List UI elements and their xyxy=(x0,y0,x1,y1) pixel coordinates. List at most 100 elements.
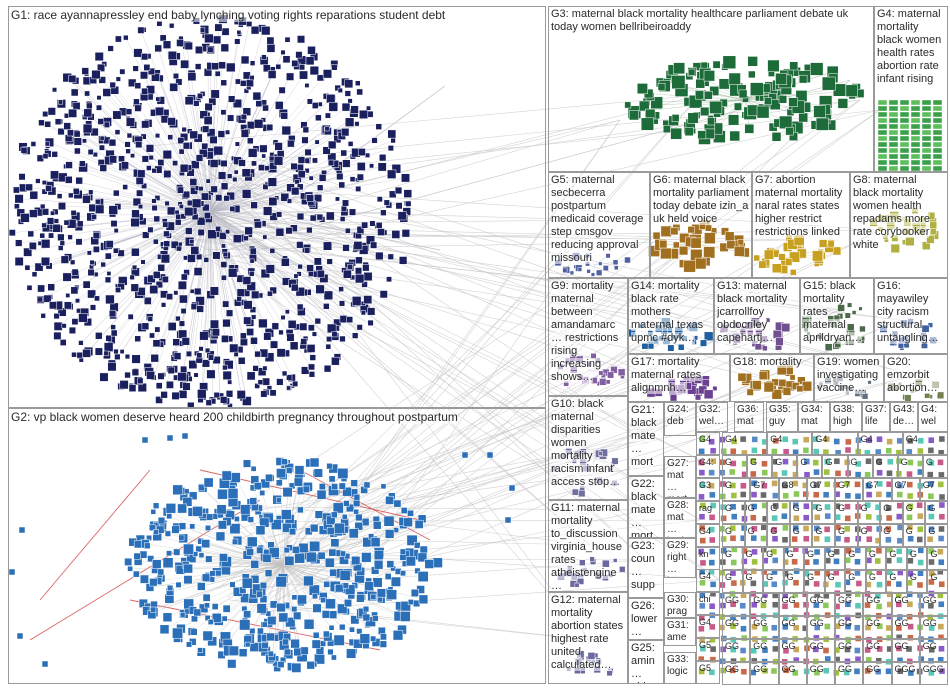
tiny-group-label: GG xyxy=(923,641,945,652)
group-label: G30: prag… xyxy=(667,594,693,618)
tiny-group-label: G xyxy=(725,457,744,468)
tiny-group-box: GG xyxy=(835,593,863,616)
tiny-group-box: GG xyxy=(750,616,778,639)
group-label-text: G12: maternal mortality abortion states … xyxy=(551,594,623,671)
tiny-group-label: GG xyxy=(866,595,888,606)
tiny-group-box: GG xyxy=(722,662,750,685)
tiny-group-label: GG xyxy=(838,595,860,606)
tiny-group-label: G xyxy=(725,549,740,560)
group-label-text: G34: mat… xyxy=(801,404,823,432)
group-box-g5: G5: maternal secbecerra postpartum medic… xyxy=(548,172,650,278)
group-label: G17: mortality maternal rates alignmnh… xyxy=(631,356,727,395)
tiny-group-box: G4 xyxy=(722,432,767,455)
group-label-text: G4: wel… xyxy=(921,404,937,432)
tiny-group-label: GG xyxy=(725,664,747,675)
group-label: G19: women investigating vaccine… xyxy=(817,356,881,395)
group-box-g3: G3: maternal black mortality healthcare … xyxy=(548,6,874,172)
tiny-group-label: G4 xyxy=(906,434,945,445)
tiny-group-box: G xyxy=(866,547,887,570)
group-box-g26: G26: lower… xyxy=(628,598,664,640)
tiny-group-label: GG xyxy=(725,618,747,629)
group-box-g30: G30: prag… xyxy=(664,592,696,618)
group-label-text: G16: mayawiley city racism structural un… xyxy=(877,280,939,344)
group-box-g19: G19: women investigating vaccine… xyxy=(814,354,884,402)
tiny-group-box: G xyxy=(858,524,881,547)
mini-group-box: G5 xyxy=(696,638,720,661)
tiny-group-label: G xyxy=(861,526,878,537)
tiny-group-box: GG xyxy=(920,593,948,616)
tiny-group-box: G xyxy=(722,478,750,501)
tiny-group-label: GG xyxy=(753,664,775,675)
group-box-g38: G38: high… xyxy=(830,402,862,432)
tiny-group-box: G7 xyxy=(835,478,863,501)
tiny-group-label: G4 xyxy=(725,434,764,445)
group-box-g24: G24: deb… blac… xyxy=(664,402,696,436)
tiny-group-label: GG xyxy=(753,595,775,606)
tiny-group-box: G xyxy=(886,570,907,593)
group-label-text: G14: mortality black rate mothers matern… xyxy=(631,280,703,344)
tiny-group-box: GG xyxy=(863,639,891,662)
tiny-group-label: G xyxy=(838,526,855,537)
mini-group-label: G5 xyxy=(699,640,717,651)
group-box-g31: G31: ame… xyxy=(664,618,696,646)
tiny-group-box: G xyxy=(927,547,948,570)
tiny-group-label: G xyxy=(828,549,843,560)
group-label: G28: mat… bari… xyxy=(667,500,693,538)
group-box-g29: G29: right… be… xyxy=(664,538,696,578)
group-label: G33: logic… xyxy=(667,654,693,684)
mini-group-label: chi xyxy=(699,594,717,605)
tiny-group-label: G xyxy=(906,503,923,514)
group-label: G16: mayawiley city racism structural un… xyxy=(877,280,945,345)
tiny-group-box: GG xyxy=(722,639,750,662)
tiny-group-box: G xyxy=(907,570,928,593)
tiny-group-label: G xyxy=(869,572,884,583)
tiny-group-box: G xyxy=(825,570,846,593)
tiny-group-label: GGG xyxy=(923,664,945,675)
tiny-group-box: G xyxy=(886,547,907,570)
tiny-group-box: G xyxy=(903,501,926,524)
mini-group-label: G4 xyxy=(699,526,717,537)
mini-group-label: G4 xyxy=(699,617,717,628)
tiny-group-box: G8 xyxy=(779,478,807,501)
tiny-group-label: GG xyxy=(810,641,832,652)
tiny-group-box: GG xyxy=(807,616,835,639)
tiny-group-box: G xyxy=(835,501,858,524)
tiny-group-box: G xyxy=(848,455,873,478)
group-box-g8: G8: maternal black mortality women healt… xyxy=(850,172,948,278)
tiny-group-box: G xyxy=(722,524,745,547)
tiny-group-box: GG xyxy=(892,616,920,639)
tiny-group-box: G xyxy=(763,547,784,570)
tiny-group-label: GG xyxy=(810,595,832,606)
tiny-group-label: GG xyxy=(753,618,775,629)
group-label-text: G23: coun… supp… tricia… xyxy=(631,540,655,598)
tiny-group-box: G xyxy=(745,524,768,547)
tiny-group-label: G7 xyxy=(810,480,832,491)
mini-group-box: G3 xyxy=(696,478,720,501)
group-box-g13: G13: maternal black mortality jcarrollfo… xyxy=(714,278,800,354)
tiny-group-label: G xyxy=(883,503,900,514)
group-box-g2: G2: vp black women deserve heard 200 chi… xyxy=(8,408,546,684)
tiny-group-box: G7 xyxy=(920,478,948,501)
tiny-group-box: G xyxy=(784,570,805,593)
group-label: G22: black mate… mort… xyxy=(631,478,661,538)
group-label: G43: de… xyxy=(893,404,915,428)
tiny-group-box: G4 xyxy=(812,432,857,455)
tiny-group-box: G xyxy=(903,524,926,547)
tiny-group-label: G xyxy=(901,457,920,468)
group-label-text: G24: deb… blac… xyxy=(667,404,689,436)
tiny-group-box: GG xyxy=(779,593,807,616)
group-box-g33: G33: logic… xyxy=(664,652,696,684)
tiny-group-label: G xyxy=(883,526,900,537)
tiny-group-box: GG xyxy=(779,616,807,639)
group-label: G8: maternal black mortality women healt… xyxy=(853,174,945,252)
tiny-group-box: GG xyxy=(807,593,835,616)
tiny-group-box: G xyxy=(767,501,790,524)
tiny-group-box: G xyxy=(925,501,948,524)
group-label-text: G20: emzorbit abortion… xyxy=(887,356,938,394)
tiny-group-label: G7 xyxy=(866,480,888,491)
group-box-g43: G43: de… xyxy=(890,402,918,432)
tiny-group-box: G4 xyxy=(858,432,903,455)
tiny-group-box: G xyxy=(858,501,881,524)
group-label-text: G35: guy… xyxy=(769,404,791,432)
group-label-text: G29: right… be… xyxy=(667,540,689,578)
